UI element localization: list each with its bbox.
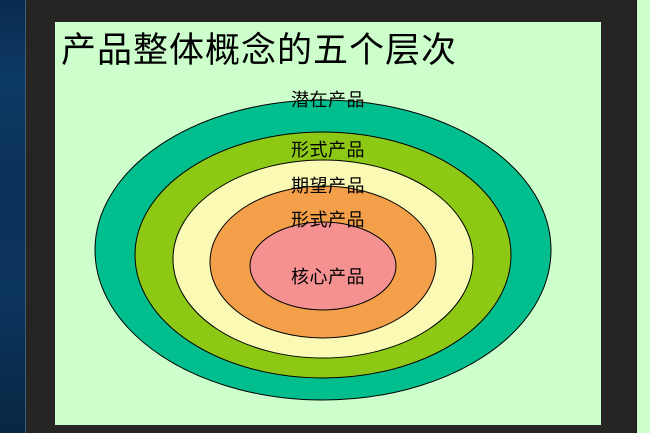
left-edge-strip bbox=[0, 0, 26, 433]
left-edge-divider bbox=[25, 0, 26, 433]
current-slide[interactable]: 产品整体概念的五个层次 潜在产品 形式产品 期望产品 形式产品 核心产品 bbox=[55, 22, 601, 425]
next-slide-preview[interactable] bbox=[637, 0, 650, 433]
concentric-ellipse-diagram bbox=[55, 22, 601, 425]
ring-label-middle: 期望产品 bbox=[291, 176, 365, 196]
ring-label-inner: 形式产品 bbox=[291, 210, 365, 230]
ring-label-outermost: 潜在产品 bbox=[291, 90, 365, 110]
ring-label-innermost: 核心产品 bbox=[291, 267, 365, 287]
ring-ellipse-innermost bbox=[249, 221, 397, 311]
ring-label-outer: 形式产品 bbox=[291, 140, 365, 160]
page-title: 产品整体概念的五个层次 bbox=[61, 31, 458, 70]
